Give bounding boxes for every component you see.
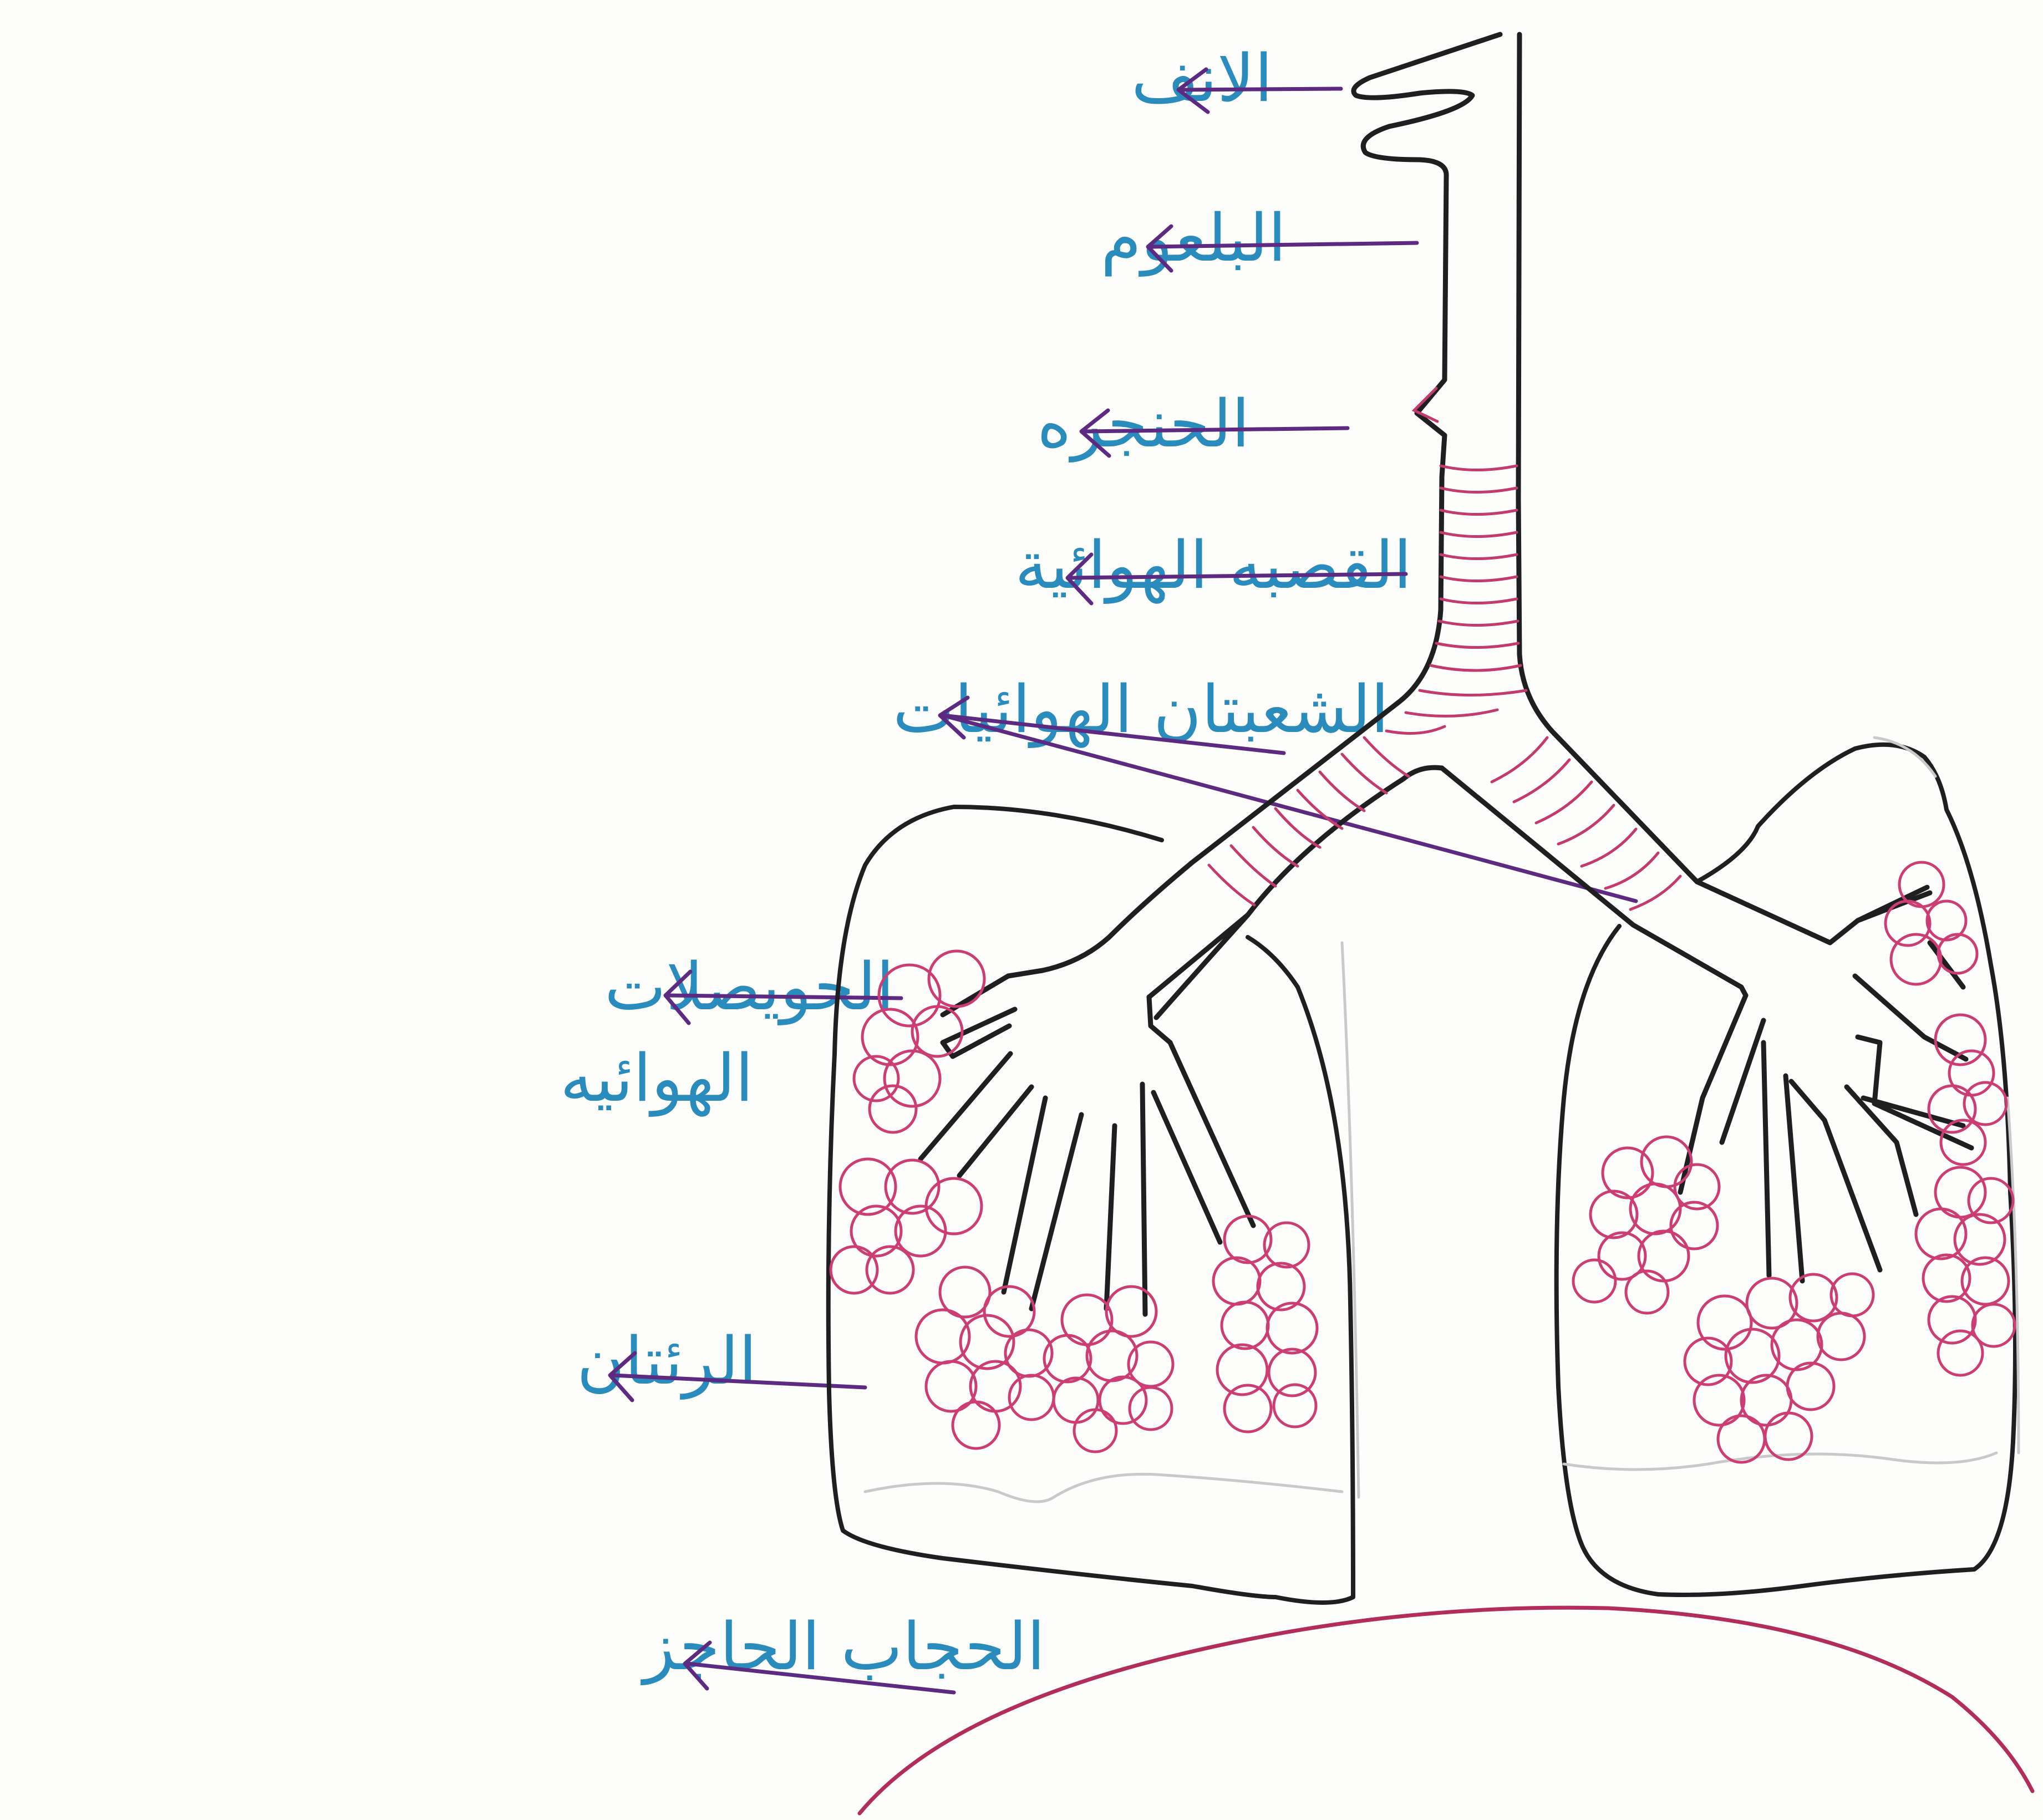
right-lung-outline — [1557, 745, 2015, 1595]
label-alveoli-line2: الهوائيه — [560, 1040, 754, 1117]
left-branch-5 — [1004, 1098, 1045, 1292]
left-lung — [829, 807, 1359, 1603]
alveoli-cluster-right-inner-upper — [1573, 1137, 1719, 1313]
left-branch-3 — [921, 1054, 1010, 1159]
alveoli-cluster-left-mid — [831, 1159, 982, 1293]
right-branch-11 — [1930, 943, 1963, 987]
label-nose: الانف — [1131, 40, 1273, 116]
label-diaphragm: الحجاب الحاجز — [641, 1608, 1045, 1685]
label-trachea: القصبه الهوائية — [1015, 527, 1412, 604]
alveoli-cluster-left-lower-2 — [1044, 1287, 1173, 1452]
alveoli-cluster-right-mid — [1929, 1015, 2006, 1165]
left-bronchus-inner — [1149, 767, 1442, 997]
alveoli-cluster-right-inner-lower — [1685, 1274, 1873, 1462]
left-bronchus-mid — [1156, 915, 1248, 1018]
right-branch-4 — [1786, 1076, 1802, 1281]
left-branch-6 — [1031, 1115, 1081, 1309]
left-branch-8 — [1142, 1084, 1145, 1314]
right-branch-3 — [1764, 1043, 1769, 1275]
alveoli-cluster-left-lower-3 — [1213, 1216, 1317, 1432]
right-lung — [1557, 738, 2019, 1595]
alveoli-clusters — [831, 862, 2015, 1462]
label-pharynx: البلعوم — [1101, 200, 1286, 277]
posterior-airway-wall — [1518, 34, 1697, 882]
labels: الانف البلعوم الحنجره القصبه الهوائية ال… — [560, 40, 1412, 1685]
label-alveoli-line1: الحويصلات — [604, 948, 895, 1025]
right-bronchus-outer — [1697, 882, 1927, 943]
pointer-arrows — [610, 69, 1636, 1692]
label-larynx: الحنجره — [1037, 385, 1250, 462]
nose-profile — [1354, 34, 1500, 477]
left-branch-10 — [1170, 1043, 1253, 1226]
alveoli-cluster-right-upper — [1886, 862, 1977, 984]
label-lungs: الرئتان — [577, 1323, 757, 1400]
left-branch-7 — [1106, 1126, 1115, 1309]
airway — [1008, 34, 1746, 997]
left-branch-1 — [943, 976, 1008, 1015]
left-branch-9 — [1153, 1092, 1220, 1242]
alveoli-cluster-right-lower-outer — [1916, 1167, 2015, 1375]
